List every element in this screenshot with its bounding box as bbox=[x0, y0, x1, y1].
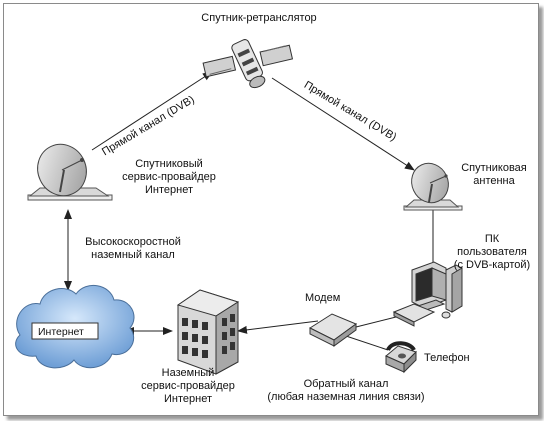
building-icon bbox=[176, 289, 240, 375]
return-channel-line-1: Обратный канал bbox=[303, 378, 389, 390]
downlink-line bbox=[271, 77, 415, 171]
user-antenna-line-2: антенна bbox=[473, 175, 515, 187]
sat-provider-line-3: Интернет bbox=[145, 184, 193, 196]
internet-label: Интернет bbox=[38, 326, 84, 338]
pc-line-2: пользователя bbox=[457, 246, 527, 258]
pc-label: ПК пользователя (с DVB-картой) bbox=[446, 233, 538, 272]
ground-provider-label: Наземный сервис-провайдер Интернет bbox=[133, 367, 243, 406]
pc-line-1: ПК bbox=[484, 233, 500, 245]
modem-label: Модем bbox=[305, 292, 341, 304]
ground-provider-line-1: Наземный bbox=[161, 367, 215, 379]
return-channel-line-2: (любая наземная линия связи) bbox=[267, 391, 425, 403]
internet-cloud-icon bbox=[15, 285, 135, 369]
modem-icon bbox=[308, 313, 358, 347]
modem-phone-line bbox=[339, 333, 389, 351]
computer-icon bbox=[392, 261, 463, 327]
sat-provider-line-2: сервис-провайдер bbox=[122, 171, 216, 183]
telephone-icon bbox=[385, 341, 417, 374]
uplink-line bbox=[91, 71, 213, 151]
user-antenna-label: Спутниковая антенна bbox=[454, 162, 534, 188]
satellite-label: Спутник-ретранслятор bbox=[201, 12, 317, 24]
sat-provider-label: Спутниковый сервис-провайдер Интернет bbox=[114, 158, 224, 197]
user-antenna-line-1: Спутниковая bbox=[461, 162, 527, 174]
user-dish-icon bbox=[403, 162, 463, 211]
return-line bbox=[237, 320, 319, 334]
return-channel-label: Обратный канал (любая наземная линия свя… bbox=[256, 378, 436, 404]
ground-provider-line-3: Интернет bbox=[164, 393, 212, 405]
highspeed-line-1: Высокоскоростной bbox=[85, 236, 181, 248]
sat-provider-line-1: Спутниковый bbox=[135, 158, 203, 170]
provider-dish-icon bbox=[27, 143, 113, 201]
highspeed-line-2: наземный канал bbox=[91, 249, 175, 261]
ground-provider-line-2: сервис-провайдер bbox=[141, 380, 235, 392]
satellite-icon bbox=[202, 39, 294, 89]
phone-label: Телефон bbox=[424, 352, 470, 364]
highspeed-channel-label: Высокоскоростной наземный канал bbox=[78, 236, 188, 262]
pc-line-3: (с DVB-картой) bbox=[453, 259, 531, 271]
